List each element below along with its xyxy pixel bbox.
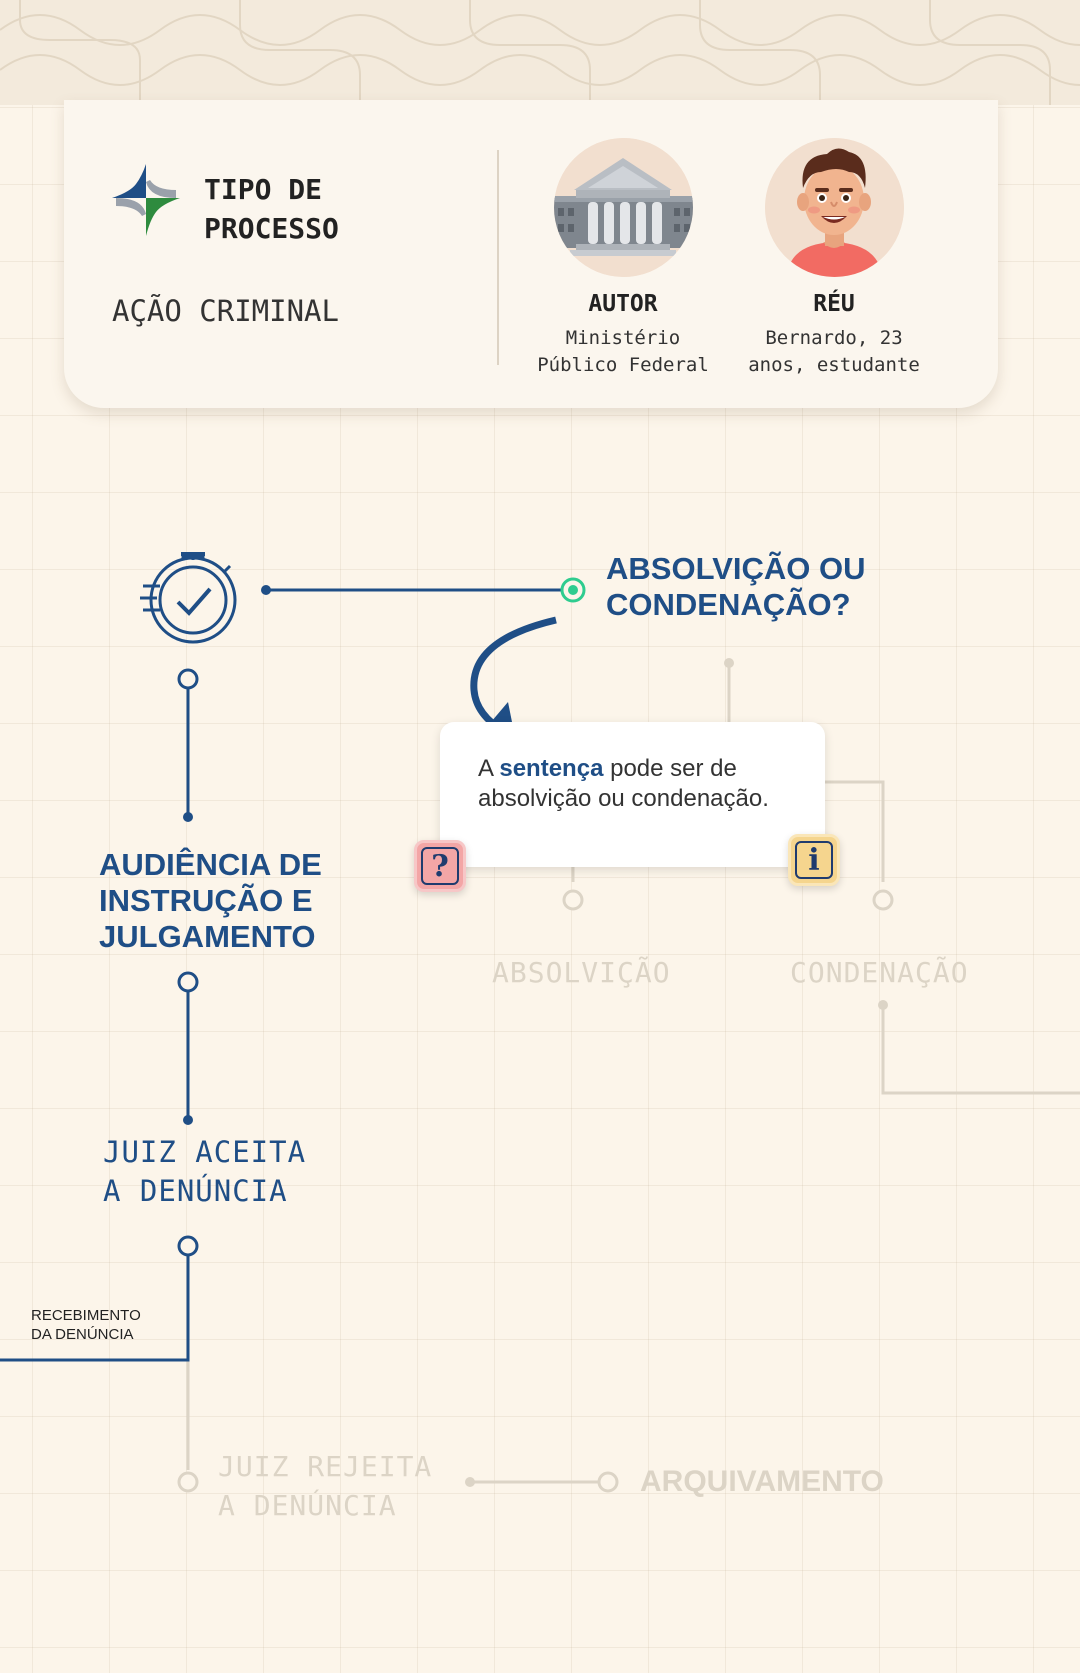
- current-step-dot: [568, 585, 578, 595]
- judge-accepts-line1: JUIZ ACEITA: [103, 1135, 307, 1169]
- question-line1: ABSOLVIÇÃO OU: [606, 551, 866, 586]
- process-type-title-line1: TIPO DE: [204, 173, 323, 206]
- receipt-line2: DA DENÚNCIA: [31, 1326, 134, 1343]
- card-divider: [497, 150, 499, 365]
- archive-label: ARQUIVAMENTO: [640, 1465, 884, 1498]
- conviction-label: CONDENAÇÃO: [790, 956, 969, 989]
- header-pattern-band: [0, 0, 1080, 105]
- timeline-dot-top: [261, 585, 271, 595]
- sentence-info-popup: A sentença pode ser de absolvição ou con…: [440, 722, 825, 867]
- judge-rejects-label: JUIZ REJEITA A DENÚNCIA: [218, 1447, 432, 1525]
- popup-text-before: A: [478, 755, 500, 782]
- defendant-role: RÉU: [813, 291, 855, 317]
- hearing-node-bottom: [177, 971, 199, 993]
- faded-conviction-dot: [878, 1000, 888, 1010]
- receipt-label: RECEBIMENTO DA DENÚNCIA: [31, 1306, 141, 1344]
- hearing-line3: JULGAMENTO: [99, 919, 316, 954]
- question-line2: CONDENAÇÃO?: [606, 587, 851, 622]
- popup-text-after: pode ser de absolvição ou condenação.: [478, 755, 769, 812]
- receipt-line1: RECEBIMENTO: [31, 1307, 141, 1324]
- acquittal-node: [562, 889, 584, 911]
- judge-accepts-line2: A DENÚNCIA: [103, 1174, 288, 1208]
- author-desc-line1: Ministério: [565, 327, 681, 349]
- faded-conviction-connector: [825, 780, 885, 882]
- acquittal-label: ABSOLVIÇÃO: [492, 956, 671, 989]
- pattern-icon: [0, 0, 1080, 105]
- question-badge-button[interactable]: ?: [414, 840, 466, 892]
- rejection-node: [177, 1471, 199, 1493]
- popup-text: A sentença pode ser de absolvição ou con…: [478, 754, 805, 814]
- info-badge-button[interactable]: i: [788, 834, 840, 886]
- author-party: AUTOR Ministério Público Federal: [518, 138, 728, 379]
- archive-node: [597, 1471, 619, 1493]
- process-info-card: TIPO DE PROCESSO AÇÃO CRIMINAL: [64, 100, 998, 408]
- question-mark-icon: ?: [421, 847, 459, 885]
- curved-arrow-icon: [470, 616, 557, 736]
- process-type-title-line2: PROCESSO: [204, 212, 339, 245]
- judge-rejects-line2: A DENÚNCIA: [218, 1489, 397, 1522]
- author-description: Ministério Público Federal: [518, 325, 728, 379]
- author-desc-line2: Público Federal: [537, 354, 709, 376]
- timeline-connector-receipt: [0, 1255, 190, 1362]
- question-label: ABSOLVIÇÃO OU CONDENAÇÃO?: [606, 551, 866, 623]
- process-type-value: AÇÃO CRIMINAL: [112, 294, 339, 328]
- defendant-desc-line1: Bernardo, 23: [765, 327, 903, 349]
- timeline-dot-hearing: [183, 812, 193, 822]
- timeline-dot-accepts: [183, 1115, 193, 1125]
- defendant-description: Bernardo, 23 anos, estudante: [729, 325, 939, 379]
- defendant-avatar-icon: [764, 138, 904, 277]
- judge-accepts-label: JUIZ ACEITA A DENÚNCIA: [103, 1133, 306, 1211]
- accepts-node: [177, 1235, 199, 1257]
- hearing-label: AUDIÊNCIA DE INSTRUÇÃO E JULGAMENTO: [99, 847, 322, 955]
- courthouse-icon: [553, 138, 693, 277]
- hearing-node-top: [177, 668, 199, 690]
- process-type-title: TIPO DE PROCESSO: [204, 170, 339, 248]
- defendant-party: RÉU Bernardo, 23 anos, estudante: [729, 138, 939, 379]
- judge-rejects-line1: JUIZ REJEITA: [218, 1450, 433, 1483]
- stopwatch-check-icon: [140, 552, 237, 644]
- hearing-line1: AUDIÊNCIA DE: [99, 847, 322, 882]
- faded-conviction-continuation: [881, 1005, 1080, 1095]
- faded-branch-dot: [724, 658, 734, 668]
- defendant-desc-line2: anos, estudante: [748, 354, 920, 376]
- conviction-node: [872, 889, 894, 911]
- faded-archive-dot: [465, 1477, 475, 1487]
- process-logo-icon: [110, 162, 182, 243]
- info-icon: i: [795, 841, 833, 879]
- author-role: AUTOR: [588, 291, 658, 317]
- hearing-line2: INSTRUÇÃO E: [99, 883, 313, 918]
- popup-text-bold: sentença: [499, 755, 604, 782]
